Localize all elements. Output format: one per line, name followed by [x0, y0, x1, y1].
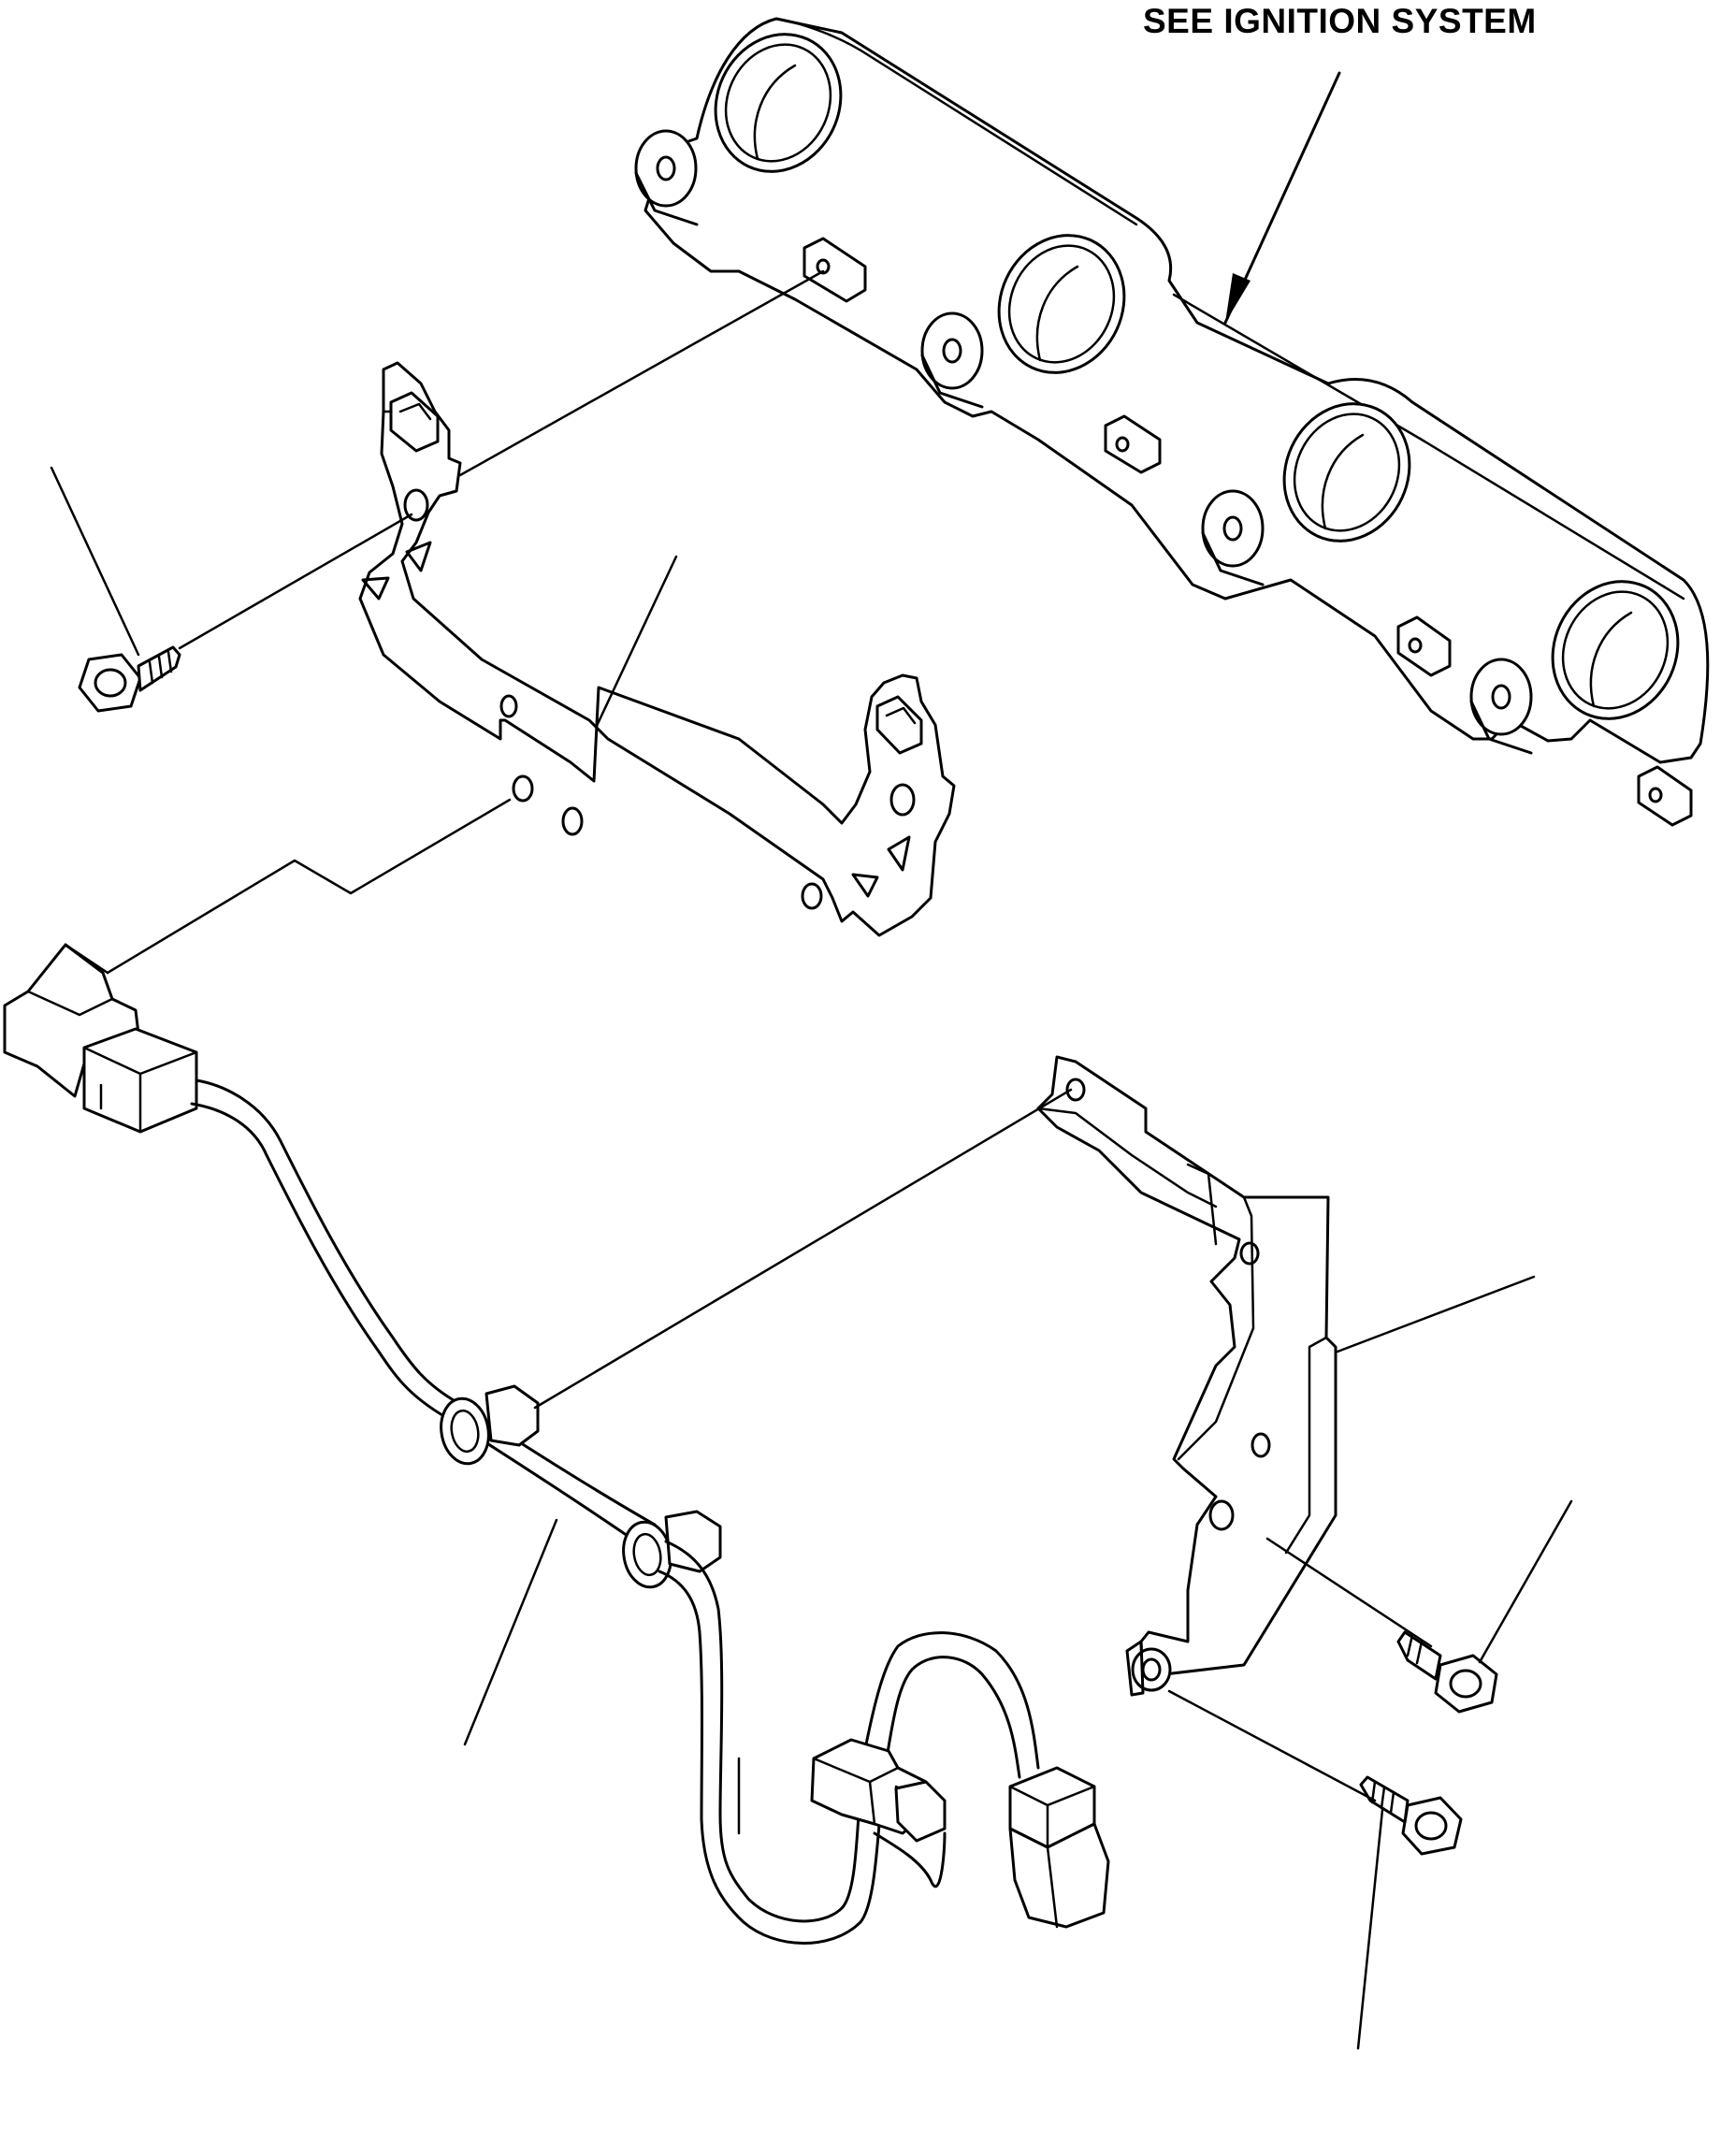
upper-bracket — [358, 361, 956, 937]
harness-clip-2 — [622, 1510, 722, 1589]
harness-connector-right — [1008, 1766, 1110, 1929]
leader-lines — [50, 269, 1573, 2050]
bolt-left — [78, 645, 181, 713]
ignition-callout-arrow — [1223, 71, 1341, 325]
harness-clip-1 — [440, 1384, 540, 1466]
bolt-right-lower — [1359, 1775, 1463, 1856]
coil-tube-1 — [714, 33, 843, 173]
lower-bracket — [1036, 1055, 1337, 1697]
bolt-right-upper — [1396, 1630, 1498, 1714]
harness-main-connector — [3, 943, 198, 1134]
harness-connector-left — [810, 1738, 947, 1843]
coil-tube-3 — [1282, 402, 1411, 543]
coil-tube-4 — [1551, 580, 1680, 720]
coil-tube-2 — [997, 234, 1126, 374]
coil-mounting-ears — [634, 129, 1533, 755]
coil-mounting-tabs — [802, 237, 1693, 827]
ignition-coil-assembly — [634, 17, 1710, 827]
see-ignition-system-label: SEE IGNITION SYSTEM — [1143, 2, 1537, 40]
wire-harness — [3, 943, 1110, 1945]
